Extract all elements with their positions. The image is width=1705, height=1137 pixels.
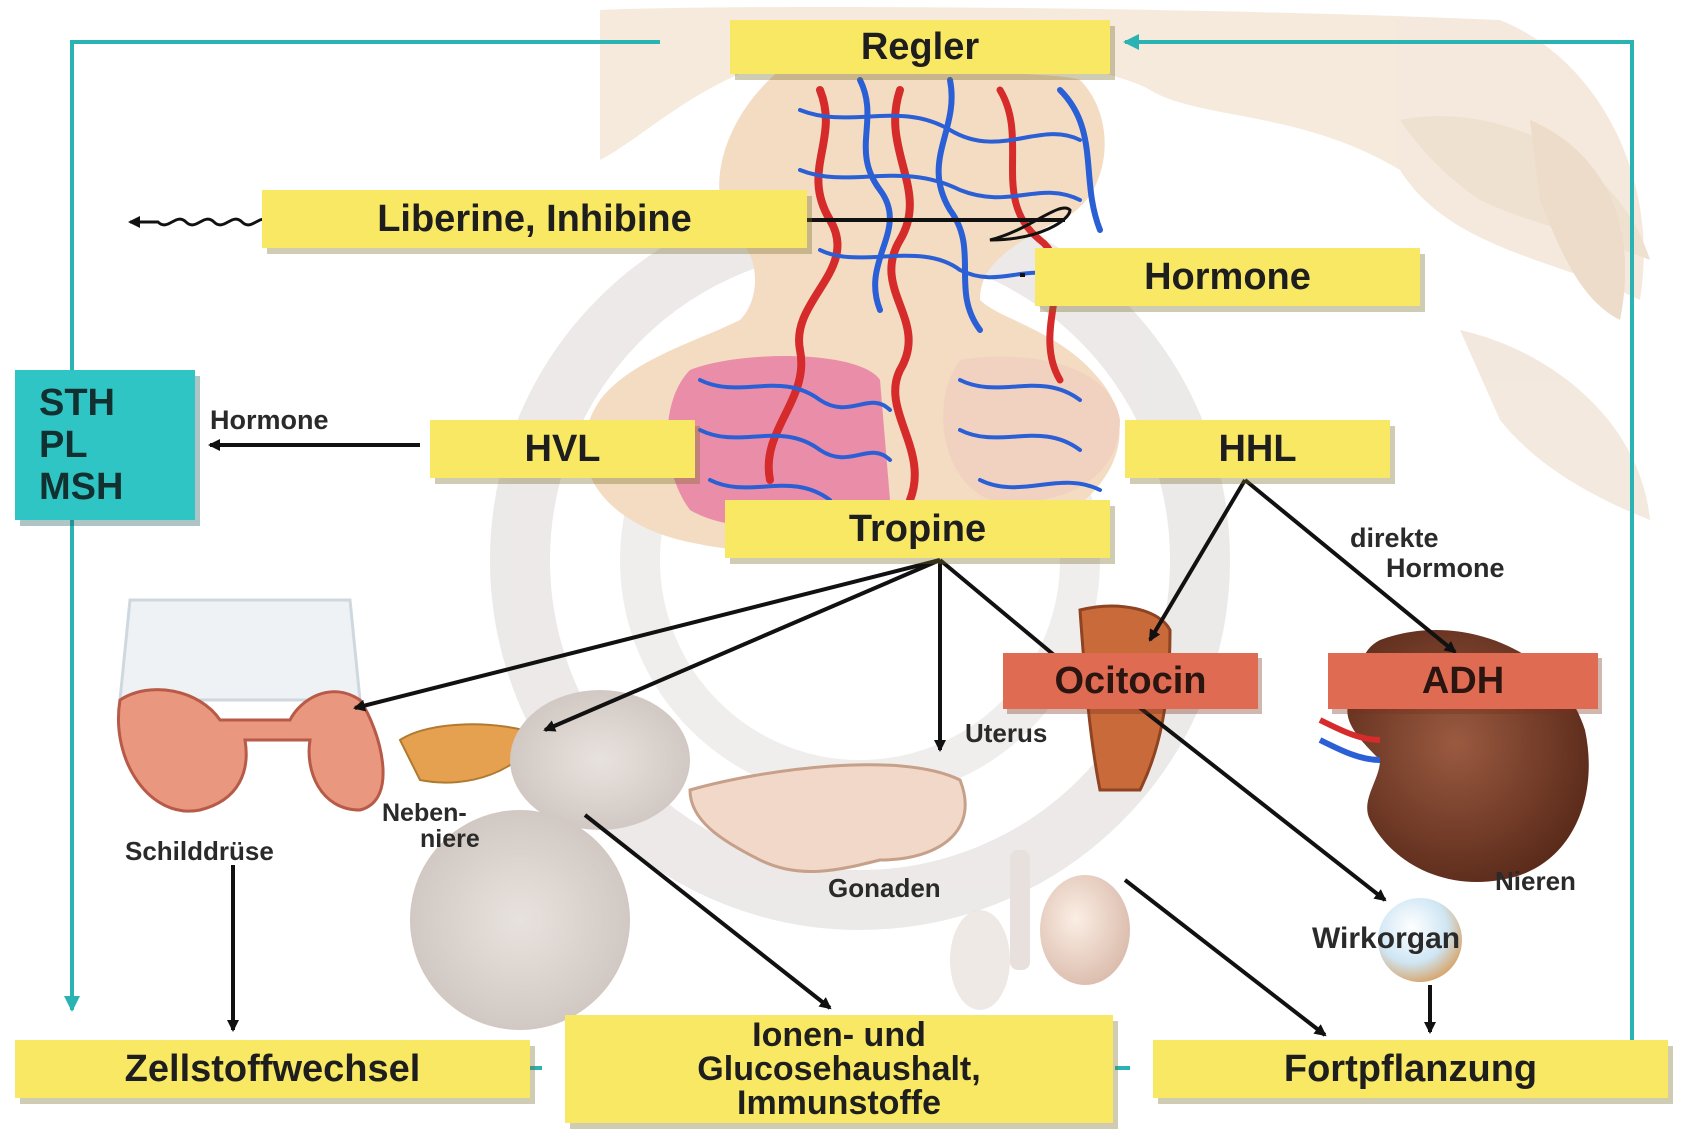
label-gonaden: Gonaden [828,873,941,904]
box-hormone-top: Hormone [1035,248,1420,306]
box-adh: ADH [1328,653,1598,709]
direkte-line: direkte [1350,523,1505,553]
label-wirkorgan: Wirkorgan [1312,922,1460,956]
box-zellstoffwechsel: Zellstoffwechsel [15,1040,530,1098]
label-uterus: Uterus [965,718,1047,749]
box-ocitocin: Ocitocin [1003,653,1258,709]
box-liberine-inhibine: Liberine, Inhibine [262,190,807,248]
label-schilddruese: Schilddrüse [125,836,274,867]
pl-label: PL [39,424,88,466]
hormone-line: Hormone [1350,553,1505,583]
box-regler: Regler [730,20,1110,74]
ionen-line-3: Immunstoffe [737,1086,941,1120]
sth-label: STH [39,382,115,424]
label-nebenniere: Neben- niere [382,800,480,852]
box-hvl: HVL [430,420,695,478]
ionen-line-2: Glucosehaushalt, [697,1052,980,1086]
ionen-line-1: Ionen- und [752,1018,926,1052]
thyroid-illustration [118,600,383,811]
label-hormone-arrow: Hormone [210,405,329,436]
neben-line: Neben- [382,800,480,826]
box-hhl: HHL [1125,420,1390,478]
label-direkte-hormone: direkte Hormone [1350,523,1505,583]
msh-label: MSH [39,466,123,508]
wavy-arrow-icon [130,219,270,225]
box-tropine: Tropine [725,500,1110,558]
niere-line: niere [382,826,480,852]
box-ionen-glucose: Ionen- und Glucosehaushalt, Immunstoffe [565,1015,1113,1123]
box-sth-pl-msh: STH PL MSH [15,370,195,520]
label-nieren: Nieren [1495,866,1576,897]
box-fortpflanzung: Fortpflanzung [1153,1040,1668,1098]
